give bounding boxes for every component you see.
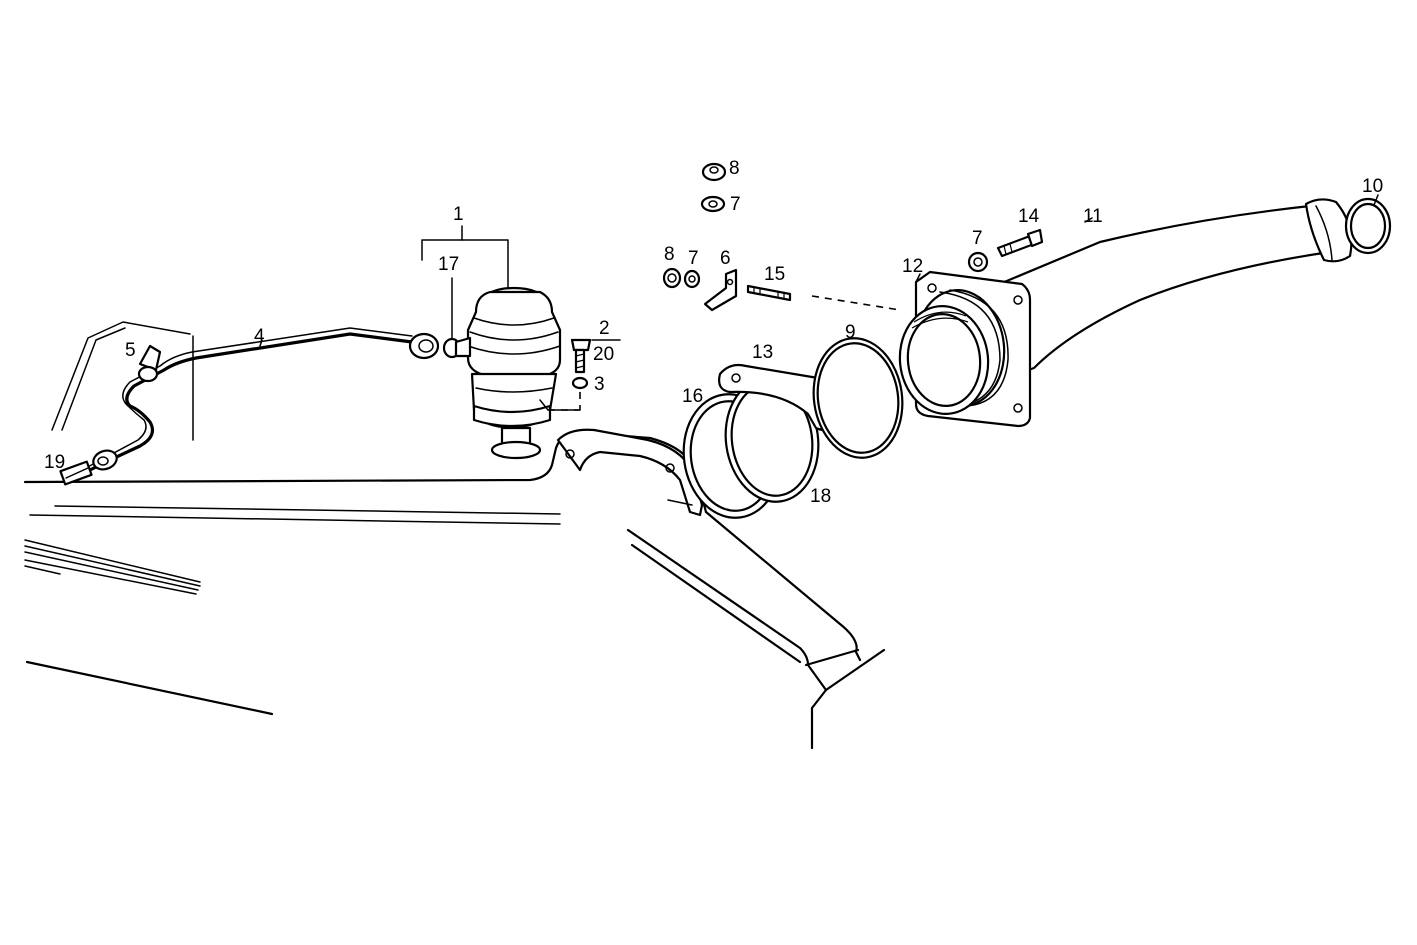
label-part-14: 14 <box>1018 206 1040 227</box>
label-part-18: 18 <box>810 486 831 507</box>
label-part-7-top: 7 <box>730 194 741 215</box>
label-part-5: 5 <box>125 340 136 361</box>
pipe-assembly <box>59 327 440 486</box>
frame-outline <box>23 321 886 750</box>
label-part-13: 13 <box>752 342 773 363</box>
hardware-parts <box>662 162 901 312</box>
label-part-16: 16 <box>682 386 703 407</box>
label-part-8-left: 8 <box>664 244 675 265</box>
label-part-9: 9 <box>845 322 856 343</box>
label-part-1: 1 <box>453 204 464 225</box>
label-part-12: 12 <box>902 256 923 277</box>
label-part-4: 4 <box>254 326 265 347</box>
label-part-2: 2 <box>599 318 610 339</box>
intake-pipe <box>898 197 1392 428</box>
label-part-15: 15 <box>764 264 785 285</box>
label-part-19: 19 <box>44 452 65 473</box>
label-part-17: 17 <box>438 254 459 275</box>
part-labels: 1 17 4 5 19 2 20 3 8 7 8 7 6 15 13 9 16 … <box>44 158 1383 507</box>
label-part-3: 3 <box>594 374 605 395</box>
label-part-8-top: 8 <box>729 158 740 179</box>
accumulator-unit <box>421 239 592 460</box>
label-part-6: 6 <box>720 248 731 269</box>
label-part-11: 11 <box>1083 206 1103 227</box>
label-part-20: 20 <box>593 344 614 365</box>
label-part-10: 10 <box>1362 176 1383 197</box>
leader-lines <box>259 194 1379 347</box>
label-part-7-right: 7 <box>972 228 983 249</box>
seal-rings <box>682 337 904 519</box>
label-part-7-left: 7 <box>688 248 699 269</box>
